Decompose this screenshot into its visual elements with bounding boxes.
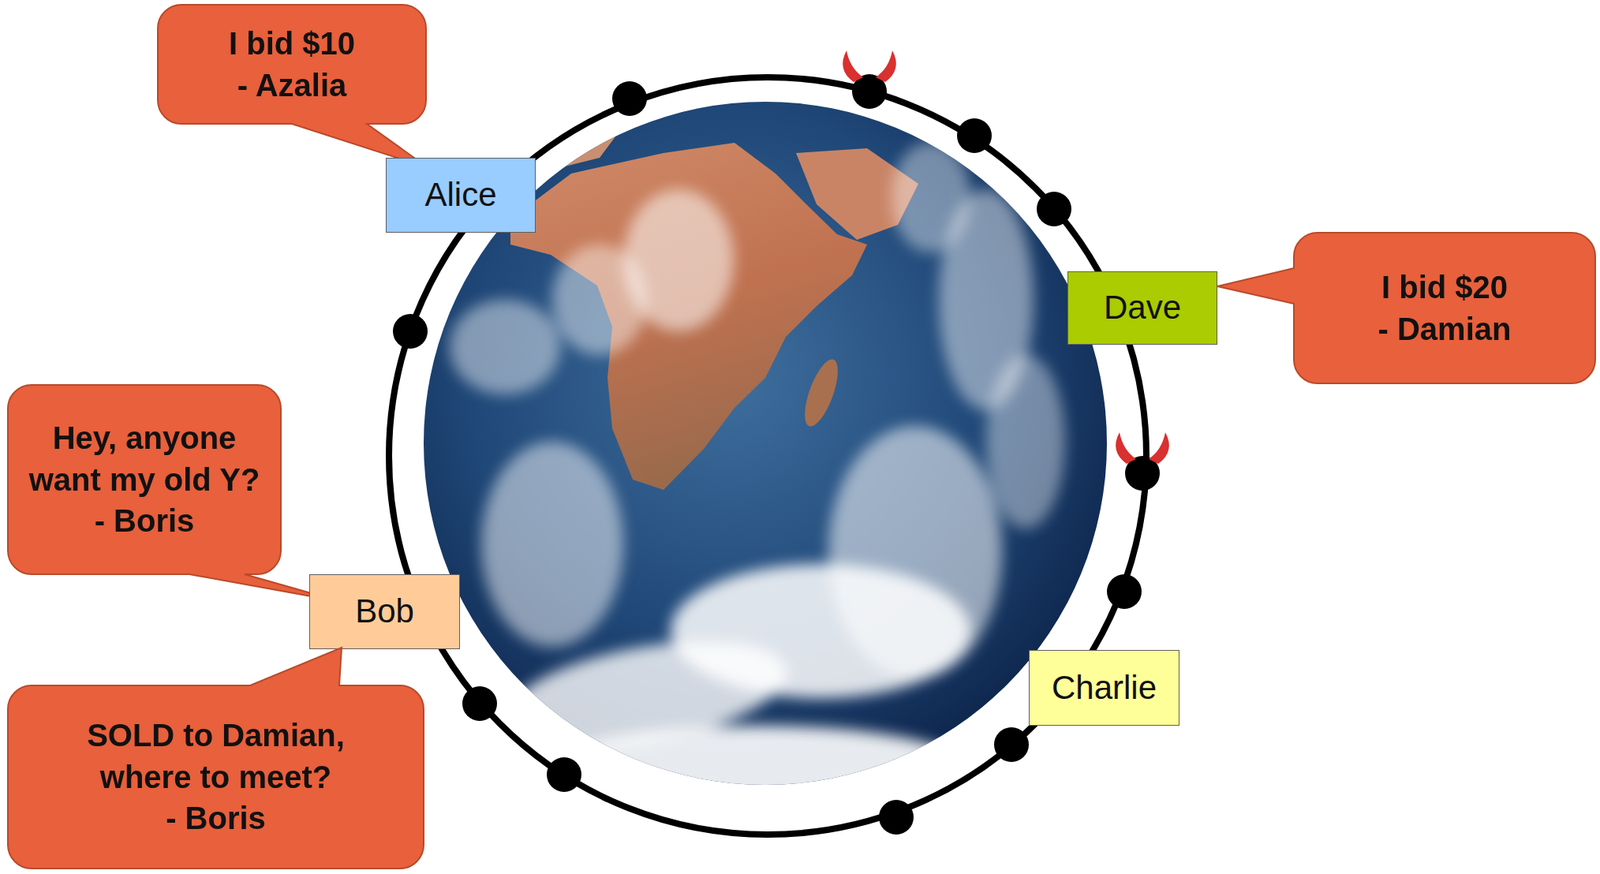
person-name: Bob: [355, 591, 415, 632]
bubble-outline: [157, 4, 427, 124]
text-stack: Bob: [355, 591, 415, 632]
bubble-shape: [157, 4, 429, 169]
text-stack: SOLD to Damian, where to meet?- Boris: [82, 714, 351, 840]
node-dot: [994, 727, 1029, 763]
text-stack: I bid $10- Azalia: [173, 22, 411, 107]
madagascar: [798, 355, 845, 431]
node-dot: [957, 118, 992, 154]
bubble-text: - Damian: [1310, 308, 1579, 351]
person-box: Alice: [385, 157, 536, 233]
person-name: Dave: [1103, 287, 1182, 328]
devil-horns: [842, 50, 897, 83]
node-dot: [878, 800, 914, 835]
bubble-text: - Azalia: [173, 64, 411, 107]
devil-horns: [1115, 432, 1170, 464]
text-stack: Alice: [424, 175, 497, 215]
person-box: Dave: [1067, 271, 1218, 345]
person-name: Alice: [424, 175, 497, 215]
node-dot: [612, 81, 647, 116]
node-dot: [392, 314, 428, 349]
person-box: Bob: [309, 574, 460, 650]
node-dot: [462, 686, 498, 722]
speech-bubble: Hey, anyone want my old Y?- Boris: [7, 385, 281, 575]
bubble-shape: [7, 647, 424, 869]
bubble-text: Hey, anyone want my old Y?: [26, 417, 263, 501]
node-dot: [1106, 574, 1142, 610]
clouds: [449, 142, 1066, 805]
bubble-outline: [1293, 232, 1596, 384]
bubble-text: I bid $10: [173, 22, 411, 65]
person-name: Charlie: [1051, 668, 1157, 708]
bubble-shape: [1217, 232, 1596, 384]
speech-bubble: SOLD to Damian, where to meet?- Boris: [7, 685, 424, 869]
speech-bubble: I bid $20- Damian: [1293, 232, 1596, 384]
text-stack: I bid $20- Damian: [1310, 266, 1579, 351]
text-stack: Charlie: [1051, 668, 1157, 708]
bubble-text: - Boris: [26, 500, 263, 543]
bubble-shape: [7, 385, 342, 602]
node-dot: [546, 757, 582, 793]
text-stack: Hey, anyone want my old Y?- Boris: [26, 417, 263, 543]
speech-bubble: I bid $10- Azalia: [157, 4, 427, 124]
person-box: Charlie: [1028, 650, 1180, 726]
node-dot: [1036, 191, 1072, 227]
text-stack: Dave: [1103, 287, 1182, 328]
bubble-text: I bid $20: [1310, 266, 1579, 309]
bubble-text: SOLD to Damian, where to meet?: [82, 714, 351, 799]
bubble-text: - Boris: [82, 797, 351, 840]
